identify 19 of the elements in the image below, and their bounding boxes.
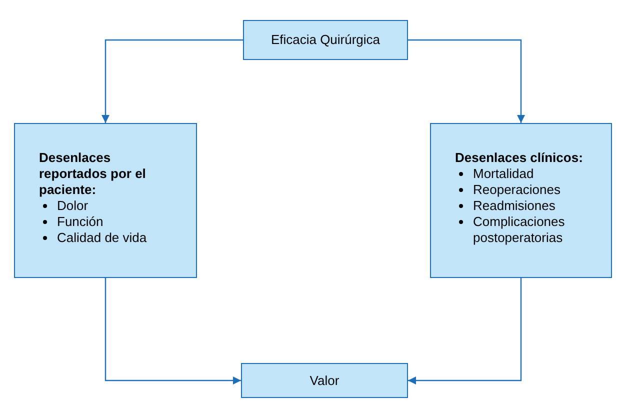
arrow: [408, 278, 522, 384]
process-box: [241, 363, 408, 398]
arrow: [102, 39, 243, 123]
box-title: Eficacia Quirúrgica: [270, 31, 380, 50]
outcome-box: [14, 123, 197, 278]
bullet-item: Calidad de vida: [57, 230, 147, 246]
bullet-item: Dolor: [57, 198, 88, 214]
outcome-box: [430, 123, 612, 278]
bullet-item: Readmisiones: [473, 198, 556, 214]
box-heading: Desenlaces clínicos:: [455, 150, 584, 166]
bullet-item: Reoperaciones: [473, 182, 560, 198]
box-title: Valor: [310, 372, 340, 390]
bullet-item: Complicaciones postoperatorias: [473, 214, 566, 246]
bullet-item: Mortalidad: [473, 166, 534, 182]
box-heading: Desenlaces reportados por el paciente:: [39, 150, 147, 198]
bullet-item: Función: [57, 214, 104, 230]
arrow: [104, 278, 241, 384]
process-box: [243, 20, 408, 60]
arrow: [408, 39, 525, 123]
